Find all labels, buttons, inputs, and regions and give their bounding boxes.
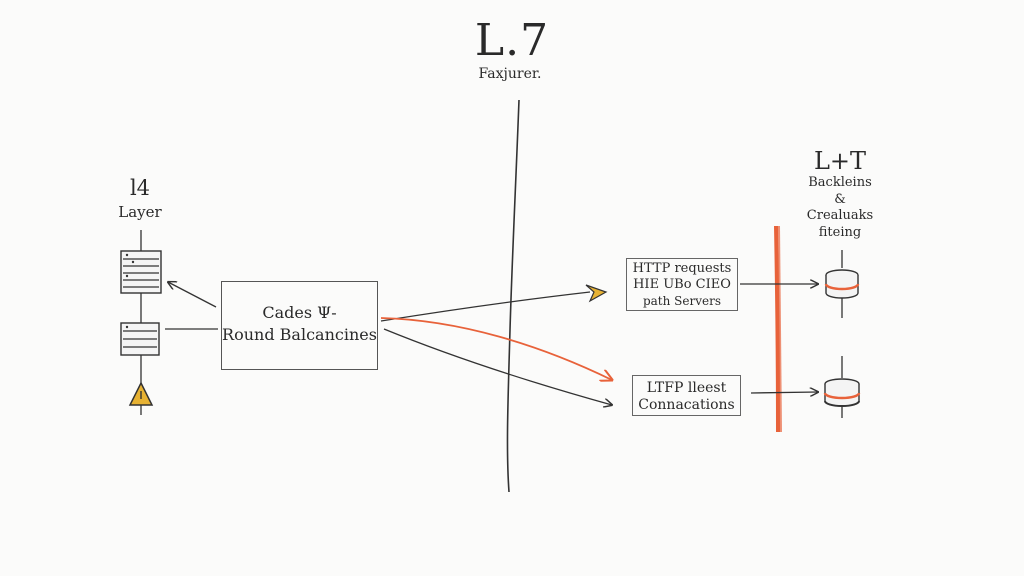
server-rack-icon [120, 250, 162, 294]
right-group-line3: Crealuaks [806, 208, 874, 223]
arrow-lb-to-server [168, 282, 217, 308]
orange-route-arrow [380, 317, 612, 380]
right-group-line2: & [834, 192, 846, 207]
http-box-line2: HIE UBo CIEO [633, 277, 731, 292]
orange-filter-bar [774, 225, 782, 433]
warning-triangle-icon [128, 381, 154, 406]
right-group-line1: Backleins [808, 175, 872, 190]
load-balancer-box [221, 281, 378, 370]
load-balancer-label-line1: Cades Ψ- [262, 303, 337, 322]
server-rack-icon [120, 322, 160, 356]
diagram-title: L.7 [474, 15, 550, 66]
http-requests-box [626, 258, 738, 311]
diagram-subtitle: Faxjurer. [478, 66, 542, 82]
http-box-line3: path Servers [642, 294, 722, 308]
connections-box [632, 375, 741, 416]
left-group-number: l4 [129, 176, 151, 200]
vertical-divider-line [506, 99, 520, 493]
right-group-title: L+T [813, 147, 867, 175]
connections-box-line2: Connacations [638, 397, 735, 413]
arrow-lb-to-http [380, 291, 591, 322]
right-group-line4: fiteing [818, 225, 862, 240]
yellow-arrowhead [585, 284, 608, 303]
database-icon [824, 269, 860, 299]
database-icon [823, 378, 861, 407]
left-group-label: Layer [118, 203, 162, 221]
arrow-ltfp-to-db [750, 392, 818, 393]
load-balancer-label-line2: Round Balcancines [222, 325, 377, 344]
connections-box-line1: LTFP lleest [646, 380, 727, 396]
http-box-line1: HTTP requests [632, 261, 732, 276]
arrow-lb-to-ltfp [383, 328, 612, 405]
